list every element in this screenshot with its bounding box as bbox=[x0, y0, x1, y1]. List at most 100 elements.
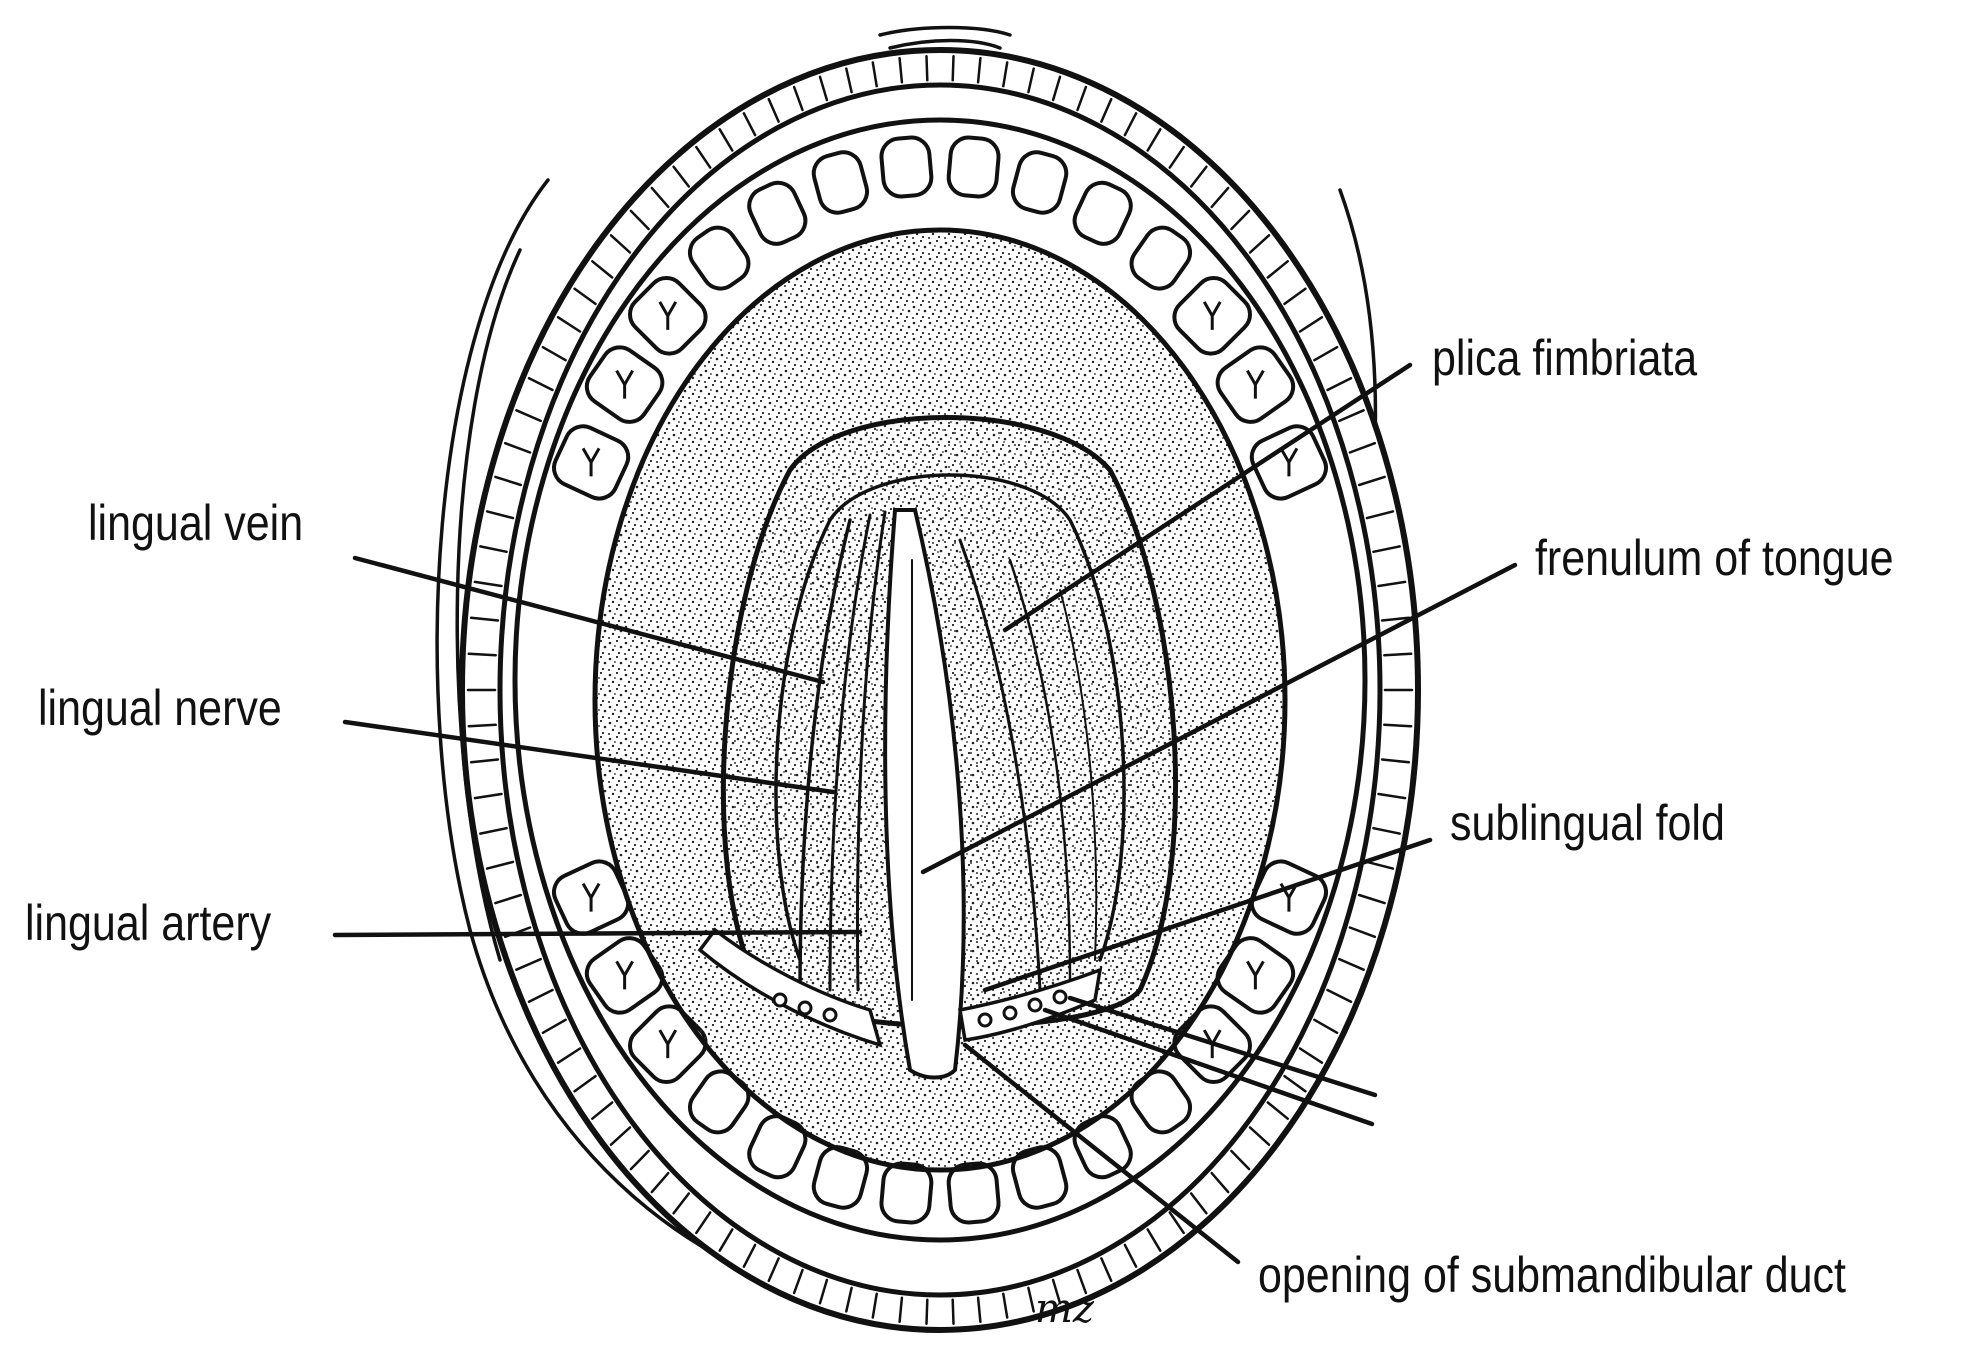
lip-striation bbox=[485, 860, 515, 870]
lip-striation bbox=[1338, 409, 1365, 423]
lip-striation bbox=[1266, 1101, 1289, 1120]
tooth bbox=[687, 225, 751, 291]
lip-striation bbox=[629, 209, 650, 231]
label-lingual-nerve: lingual nerve bbox=[38, 680, 282, 736]
lip-striation bbox=[1383, 723, 1413, 728]
label-plica-fimbriata: plica fimbriata bbox=[1432, 330, 1697, 386]
lip-striation bbox=[1123, 1243, 1138, 1268]
tooth bbox=[1072, 180, 1133, 246]
lip-striation bbox=[1248, 1126, 1271, 1146]
lip-striation bbox=[1002, 1292, 1009, 1319]
tooth bbox=[811, 150, 870, 215]
lip-striation bbox=[591, 260, 614, 279]
lip-striation bbox=[467, 723, 497, 728]
leader-plica-fimbriata bbox=[1002, 362, 1413, 633]
lip-striation bbox=[556, 1047, 582, 1064]
lip-striation bbox=[742, 112, 757, 137]
lip-striation bbox=[925, 1298, 929, 1325]
tongue-underside bbox=[720, 415, 1179, 1080]
lip-striation bbox=[871, 1292, 878, 1319]
lip-striation bbox=[845, 67, 853, 94]
lip-striation bbox=[629, 1149, 650, 1171]
leader-lingual-vein bbox=[352, 555, 826, 685]
lip-striation bbox=[541, 1018, 567, 1035]
label-lingual-vein: lingual vein bbox=[88, 495, 303, 551]
lip-striation bbox=[818, 75, 829, 102]
lip-striation bbox=[1168, 145, 1185, 169]
lip-striation bbox=[469, 758, 500, 764]
lip-striation bbox=[1283, 287, 1307, 306]
label-sublingual-fold: sublingual fold bbox=[1450, 795, 1725, 851]
lip-striation bbox=[1027, 67, 1035, 94]
lip-striation bbox=[503, 441, 532, 454]
lip-striation bbox=[1100, 1257, 1113, 1283]
lip-striation bbox=[1348, 926, 1377, 939]
lip-striation bbox=[1338, 957, 1365, 971]
lip-striation bbox=[573, 287, 597, 306]
lip-striation bbox=[1377, 580, 1407, 588]
lip-striation bbox=[792, 1268, 804, 1295]
leader-sublingual-fold bbox=[982, 837, 1433, 993]
tooth-cusp bbox=[581, 447, 601, 477]
tooth bbox=[1010, 150, 1069, 215]
lip-striation bbox=[1283, 1074, 1307, 1093]
lip-striation bbox=[1210, 1171, 1230, 1194]
lip-striation bbox=[871, 61, 878, 88]
lip-striation bbox=[976, 1296, 982, 1323]
lip-striation bbox=[1380, 758, 1411, 764]
tooth-cusp bbox=[1246, 369, 1265, 399]
label-frenulum-of-tongue: frenulum of tongue bbox=[1535, 530, 1894, 586]
lip-striation bbox=[718, 128, 734, 152]
lip-striation bbox=[1365, 860, 1395, 870]
lip-striation bbox=[742, 1243, 757, 1268]
tooth bbox=[747, 180, 808, 246]
lip-striation bbox=[1051, 1278, 1062, 1305]
lip-striation bbox=[792, 85, 804, 112]
lip-striation bbox=[1348, 441, 1377, 454]
lip-striation bbox=[1357, 475, 1386, 487]
lip-striation bbox=[898, 1296, 904, 1323]
lip-striation bbox=[672, 1192, 691, 1215]
lip-striation bbox=[1383, 652, 1413, 657]
lip-striation bbox=[695, 1211, 712, 1235]
lip-striation bbox=[494, 893, 523, 905]
lip-striation bbox=[1365, 510, 1395, 520]
lip-striation bbox=[527, 988, 554, 1004]
lip-striation bbox=[1146, 1228, 1162, 1252]
lip-striation bbox=[672, 165, 691, 188]
tooth bbox=[1129, 225, 1193, 291]
lip-striation bbox=[1298, 1047, 1324, 1064]
frenulum bbox=[883, 508, 966, 1080]
lip-striation bbox=[1380, 616, 1411, 622]
lip-striation bbox=[1372, 545, 1401, 554]
leader-sublingual-fold-2 bbox=[1042, 1007, 1375, 1127]
tooth-cusp bbox=[1202, 301, 1222, 330]
tooth-cusp bbox=[1279, 447, 1299, 477]
lip-striation bbox=[767, 1257, 780, 1283]
label-lingual-artery: lingual artery bbox=[25, 895, 272, 951]
tooth-cusp bbox=[658, 1029, 678, 1059]
lip-striation bbox=[1372, 826, 1401, 835]
lip-striation bbox=[718, 1228, 734, 1252]
lip-striation bbox=[1313, 345, 1339, 362]
tooth-cusp bbox=[1246, 960, 1265, 990]
lip-striation bbox=[1123, 112, 1138, 137]
leader-submandibular-duct bbox=[962, 1042, 1241, 1265]
lip-striation bbox=[1002, 61, 1009, 88]
lip-striation bbox=[494, 475, 523, 487]
lip-striation bbox=[515, 409, 542, 423]
lip-striation bbox=[845, 1286, 853, 1313]
lip-striation bbox=[1210, 186, 1230, 209]
lip-striation bbox=[818, 1278, 829, 1305]
lip-striation bbox=[695, 145, 712, 169]
lip-striation bbox=[1100, 97, 1113, 123]
leader-submandibular-duct-2 bbox=[1067, 995, 1378, 1098]
lip-striation bbox=[1326, 988, 1353, 1004]
sublingual-folds bbox=[697, 927, 1103, 1048]
tooth-cusp bbox=[615, 369, 634, 399]
lip-striation bbox=[573, 1074, 597, 1093]
lip-striation bbox=[898, 57, 904, 84]
lip-striation bbox=[1027, 1286, 1035, 1313]
lip-striation bbox=[556, 316, 582, 333]
lip-striation bbox=[473, 792, 503, 800]
